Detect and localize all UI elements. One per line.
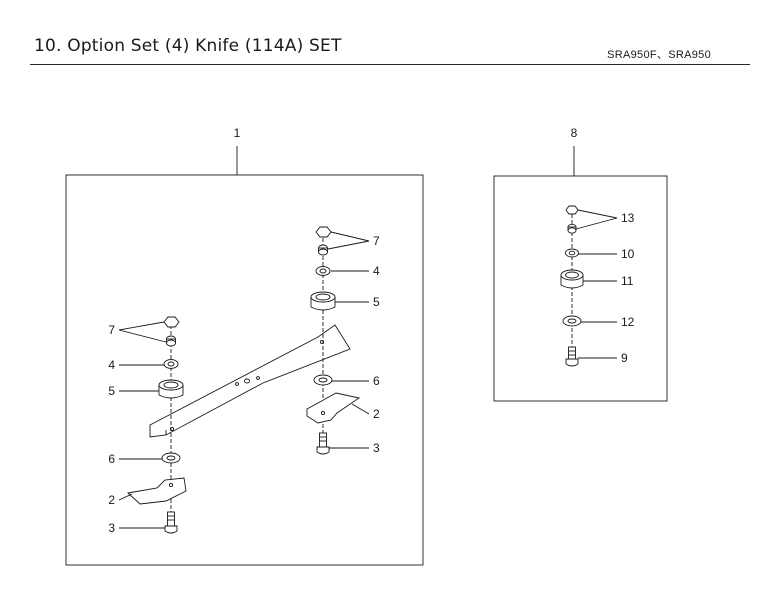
bolt-nut-left [163, 316, 180, 347]
callout-washer-right: 4 [373, 264, 380, 278]
callout-holder-right: 5 [373, 295, 380, 309]
washer-right [315, 266, 331, 276]
screw-set-8 [565, 346, 579, 367]
screw-right [316, 432, 330, 455]
set-8-callout-leaders [575, 209, 618, 359]
callout-bolt-nuts-set-8: 13 [621, 211, 635, 225]
callout-washer-set-8: 10 [621, 247, 635, 261]
set-1-frame [65, 174, 424, 566]
holder-right [310, 291, 336, 311]
washer-left [163, 359, 179, 369]
set-1-number: 1 [234, 126, 241, 140]
screw-left [164, 511, 178, 534]
spacer-left [161, 452, 181, 464]
set-8-frame [493, 175, 668, 402]
spacer-set-8 [562, 315, 582, 327]
callout-bolt-nuts-left: 7 [108, 323, 115, 337]
page-title: 10. Option Set (4) Knife (114A) SET [34, 36, 342, 56]
callout-spacer-right: 6 [373, 374, 380, 388]
blade-left [127, 477, 187, 505]
callout-screw-set-8: 9 [621, 351, 628, 365]
callout-blade-left: 2 [108, 493, 115, 507]
callout-screw-left: 3 [108, 521, 115, 535]
title-divider [30, 64, 750, 65]
bolt-nut-set-8 [565, 205, 579, 234]
set-1-callout-leaders [118, 231, 370, 529]
bolt-nut-right [315, 226, 332, 256]
callout-holder-set-8: 11 [621, 274, 634, 288]
callout-screw-right: 3 [373, 441, 380, 455]
callout-holder-left: 5 [108, 384, 115, 398]
blade-right [306, 392, 361, 424]
main-blade-bar [149, 324, 351, 438]
callout-spacer-set-8: 12 [621, 315, 635, 329]
callout-bolt-nuts-right: 7 [373, 234, 380, 248]
spacer-right [313, 374, 333, 386]
holder-set-8 [560, 269, 584, 289]
callout-blade-right: 2 [373, 407, 380, 421]
model-codes: SRA950F、SRA950 [607, 49, 711, 61]
set-8-number: 8 [571, 126, 578, 140]
holder-left [158, 379, 184, 399]
callout-washer-left: 4 [108, 358, 115, 372]
callout-spacer-left: 6 [108, 452, 115, 466]
washer-set-8 [565, 248, 579, 258]
